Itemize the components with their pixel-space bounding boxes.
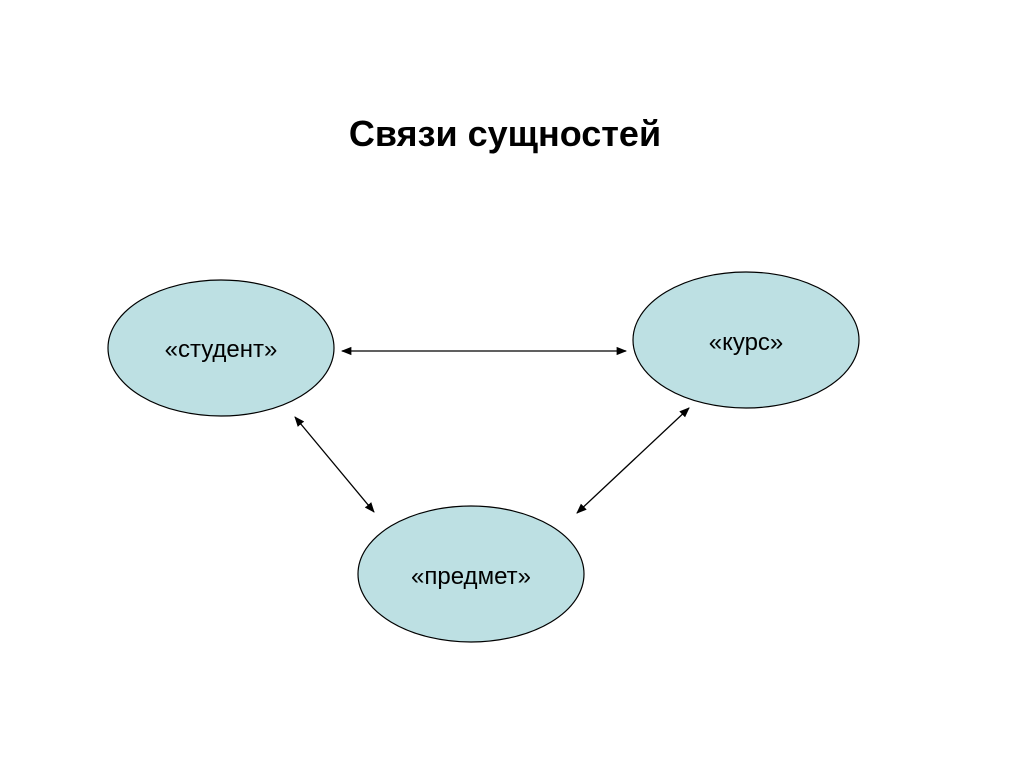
entity-label-student: «студент» [165,336,278,363]
entity-ellipse-student [107,279,335,417]
slide-title: Связи сущностей [348,113,662,154]
edge-course-subject [576,407,690,514]
entity-node-course[interactable]: «курс» [632,271,860,409]
entity-label-course: «курс» [709,329,784,356]
entity-node-subject[interactable]: «предмет» [357,505,585,643]
entity-ellipse-subject [357,505,585,643]
entity-label-subject: «предмет» [411,563,531,590]
entity-ellipse-course [632,271,860,409]
entity-node-student[interactable]: «студент» [107,279,335,417]
edge-student-subject [294,416,375,513]
